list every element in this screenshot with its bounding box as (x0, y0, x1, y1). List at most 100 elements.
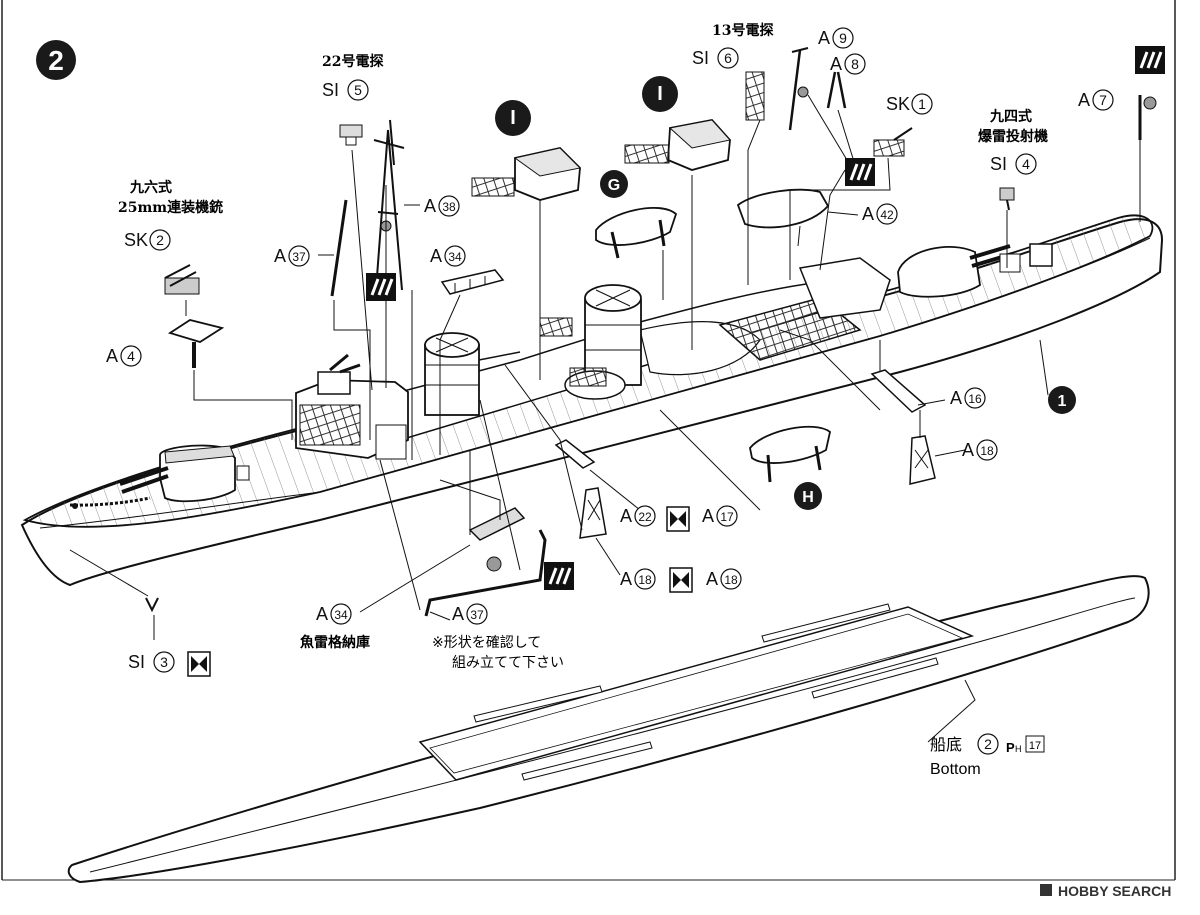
part-prefix: A (818, 28, 830, 48)
part-prefix: SI (322, 80, 339, 100)
part-callout-si3: SI 3 (128, 651, 175, 673)
marker-g: G (600, 170, 628, 198)
marker-i2: I (642, 76, 678, 112)
turret-part-i-left (471, 147, 582, 201)
marker-h: H (794, 482, 822, 510)
part-number: 16 (968, 392, 982, 406)
part-number: 37 (470, 608, 484, 622)
tower-a18-right (909, 435, 936, 485)
svg-text:HOBBY SEARCH: HOBBY SEARCH (1058, 883, 1171, 899)
part-number: 18 (724, 573, 738, 587)
svg-text:I: I (510, 107, 516, 129)
part-prefix: A (1078, 90, 1090, 110)
depth-charge-si4 (999, 187, 1015, 211)
part-prefix: SI (990, 154, 1007, 174)
pole-a7 (1138, 95, 1157, 140)
part-prefix: SK (886, 94, 910, 114)
part-number: 37 (292, 250, 306, 264)
dc94-title-line1: 九四式 (989, 108, 1032, 125)
part-number: 6 (724, 50, 732, 66)
anchor-si3 (145, 597, 159, 613)
dc94-title-line2: 爆雷投射機 (978, 128, 1048, 145)
note-line2: 組み立てて下さい (452, 654, 564, 670)
aa-gun-sk1 (873, 127, 913, 157)
part-prefix: A (830, 54, 842, 74)
mount-a4 (167, 319, 225, 368)
part-number: 42 (880, 208, 894, 222)
pole-a37 (330, 199, 348, 297)
part-number: 5 (354, 82, 362, 98)
marker-one: 1 (1048, 386, 1076, 414)
rack-a22 (554, 439, 596, 469)
part-number: 9 (839, 30, 847, 46)
part-callout-a34: A 34 (430, 245, 466, 267)
part-number: 8 (851, 56, 859, 72)
glue-icon-a7 (1135, 46, 1165, 74)
aa25-title-line2: 25mm連装機銃 (118, 199, 223, 216)
strut-a8 (797, 71, 847, 109)
radar13-title: 13号電探 (712, 22, 773, 39)
part-prefix: A (316, 604, 328, 624)
bottom-en-label: Bottom (930, 761, 981, 778)
mirror-icon-a18 (669, 567, 693, 593)
part-prefix: A (274, 246, 286, 266)
part-number: 1 (918, 96, 926, 112)
part-number: 18 (638, 573, 652, 587)
part-prefix: A (962, 440, 974, 460)
funnel-aft (539, 284, 642, 400)
part-prefix: A (106, 346, 118, 366)
mirror-icon-a22 (666, 506, 690, 532)
part-prefix: A (424, 196, 436, 216)
ph-number-box: 17 (1025, 735, 1045, 753)
glue-icon-mast (366, 273, 396, 301)
rack-a34 (440, 269, 505, 295)
funnel-fore (424, 332, 521, 416)
bottom-jp-label: 船底 (930, 736, 962, 754)
part-prefix: SI (692, 48, 709, 68)
aa-gun-sk2 (164, 264, 200, 295)
svg-text:17: 17 (1029, 740, 1041, 752)
glue-icon-a8 (845, 158, 875, 186)
part-callout-a42: A 42 (862, 203, 898, 225)
part-prefix: SI (128, 652, 145, 672)
part-prefix: A (702, 506, 714, 526)
svg-text:H: H (802, 489, 814, 506)
note-line1: ※形状を確認して (432, 634, 541, 650)
torp-store-title: 魚雷格納庫 (300, 634, 370, 651)
part-prefix: A (862, 204, 874, 224)
forward-turret (119, 444, 250, 503)
part-callout-sk1: SK 1 (886, 93, 933, 115)
mainmast-a9 (788, 47, 809, 131)
part-prefix: A (452, 604, 464, 624)
part-prefix: A (430, 246, 442, 266)
platform-a42 (736, 188, 830, 247)
rear-turret (798, 243, 1053, 319)
marker-i1: I (495, 100, 531, 136)
bottom-hull (67, 575, 1150, 884)
leader-lines (69, 94, 1141, 743)
part-number: 3 (160, 654, 168, 670)
svg-text:G: G (608, 177, 620, 194)
svg-text:I: I (657, 83, 663, 105)
glue-icon-a37 (544, 562, 574, 590)
part-prefix: SK (124, 230, 148, 250)
svg-text:2: 2 (48, 45, 64, 76)
part-number: 34 (448, 250, 462, 264)
part-callout-si5: SI 5 (322, 79, 369, 101)
ph-sub-label: H (1015, 744, 1022, 754)
watermark: HOBBY SEARCH (1040, 883, 1171, 899)
